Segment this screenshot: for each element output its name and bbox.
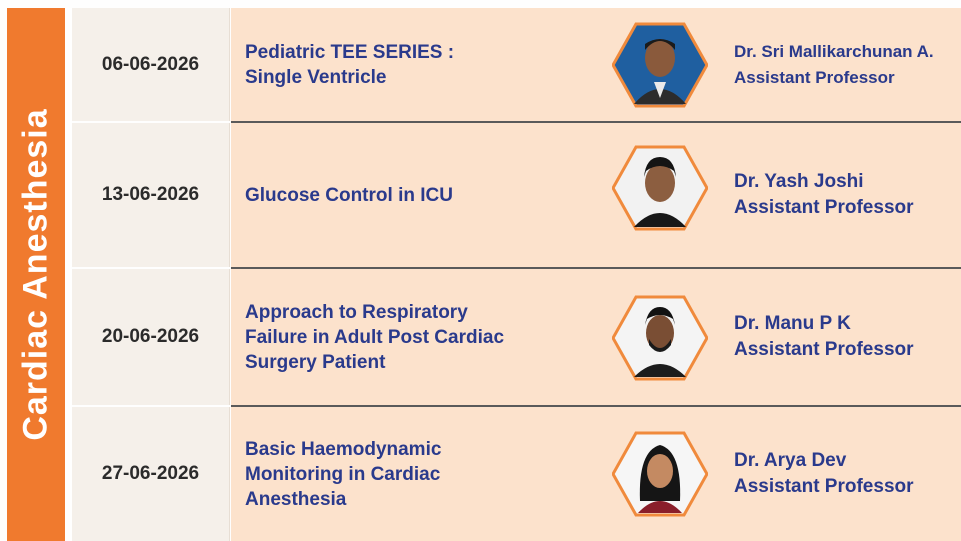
session-topic: Approach to Respiratory Failure in Adult… bbox=[245, 269, 590, 405]
speaker-portrait-icon bbox=[612, 145, 708, 231]
session-details: Basic Haemodynamic Monitoring in Cardiac… bbox=[231, 407, 961, 541]
speaker-info: Dr. Yash Joshi Assistant Professor bbox=[734, 123, 957, 267]
speaker-name: Dr. Manu P K bbox=[734, 313, 851, 334]
speaker-info: Dr. Manu P K Assistant Professor bbox=[734, 269, 957, 405]
speaker-info: Dr. Arya Dev Assistant Professor bbox=[734, 407, 957, 541]
topic-line: Pediatric TEE SERIES : bbox=[245, 41, 455, 63]
topic-line: Approach to Respiratory bbox=[245, 301, 468, 323]
row-divider bbox=[231, 267, 961, 269]
session-date: 27-06-2026 bbox=[72, 407, 230, 541]
schedule-row: 27-06-2026 Basic Haemodynamic Monitoring… bbox=[72, 407, 961, 541]
speaker-title: Assistant Professor bbox=[734, 339, 914, 360]
speaker-portrait-icon bbox=[612, 295, 708, 381]
session-details: Pediatric TEE SERIES : Single Ventricle … bbox=[231, 8, 961, 121]
topic-line: Single Ventricle bbox=[245, 66, 387, 88]
session-topic: Glucose Control in ICU bbox=[245, 123, 590, 267]
section-band: Cardiac Anesthesia bbox=[7, 8, 65, 541]
topic-line: Failure in Adult Post Cardiac bbox=[245, 326, 505, 348]
schedule-row: 06-06-2026 Pediatric TEE SERIES : Single… bbox=[72, 8, 961, 121]
speaker-title: Assistant Professor bbox=[734, 197, 914, 218]
topic-line: Basic Haemodynamic bbox=[245, 438, 442, 460]
speaker-info: Dr. Sri Mallikarchunan A. Assistant Prof… bbox=[734, 8, 957, 121]
speaker-title: Assistant Professor bbox=[734, 476, 914, 497]
topic-line: Glucose Control in ICU bbox=[245, 184, 453, 206]
band-gap bbox=[65, 8, 72, 541]
session-date: 20-06-2026 bbox=[72, 269, 230, 405]
topic-line: Monitoring in Cardiac bbox=[245, 463, 441, 485]
session-details: Approach to Respiratory Failure in Adult… bbox=[231, 269, 961, 405]
speaker-title: Assistant Professor bbox=[734, 67, 895, 87]
row-divider bbox=[231, 405, 961, 407]
session-topic: Basic Haemodynamic Monitoring in Cardiac… bbox=[245, 407, 590, 541]
schedule-row: 20-06-2026 Approach to Respiratory Failu… bbox=[72, 269, 961, 405]
topic-line: Surgery Patient bbox=[245, 351, 386, 373]
session-details: Glucose Control in ICU Dr. Yash Joshi As… bbox=[231, 123, 961, 267]
speaker-name: Dr. Arya Dev bbox=[734, 450, 847, 471]
speaker-portrait-icon bbox=[612, 22, 708, 108]
speaker-portrait-icon bbox=[612, 431, 708, 517]
session-date: 06-06-2026 bbox=[72, 8, 230, 121]
speaker-name: Dr. Sri Mallikarchunan A. bbox=[734, 41, 934, 61]
section-title: Cardiac Anesthesia bbox=[16, 108, 55, 441]
session-topic: Pediatric TEE SERIES : Single Ventricle bbox=[245, 8, 590, 121]
row-divider bbox=[231, 121, 961, 123]
session-date: 13-06-2026 bbox=[72, 123, 230, 267]
schedule-row: 13-06-2026 Glucose Control in ICU Dr. Ya… bbox=[72, 123, 961, 267]
schedule-table: 06-06-2026 Pediatric TEE SERIES : Single… bbox=[72, 8, 961, 541]
topic-line: Anesthesia bbox=[245, 488, 347, 510]
speaker-name: Dr. Yash Joshi bbox=[734, 171, 864, 192]
